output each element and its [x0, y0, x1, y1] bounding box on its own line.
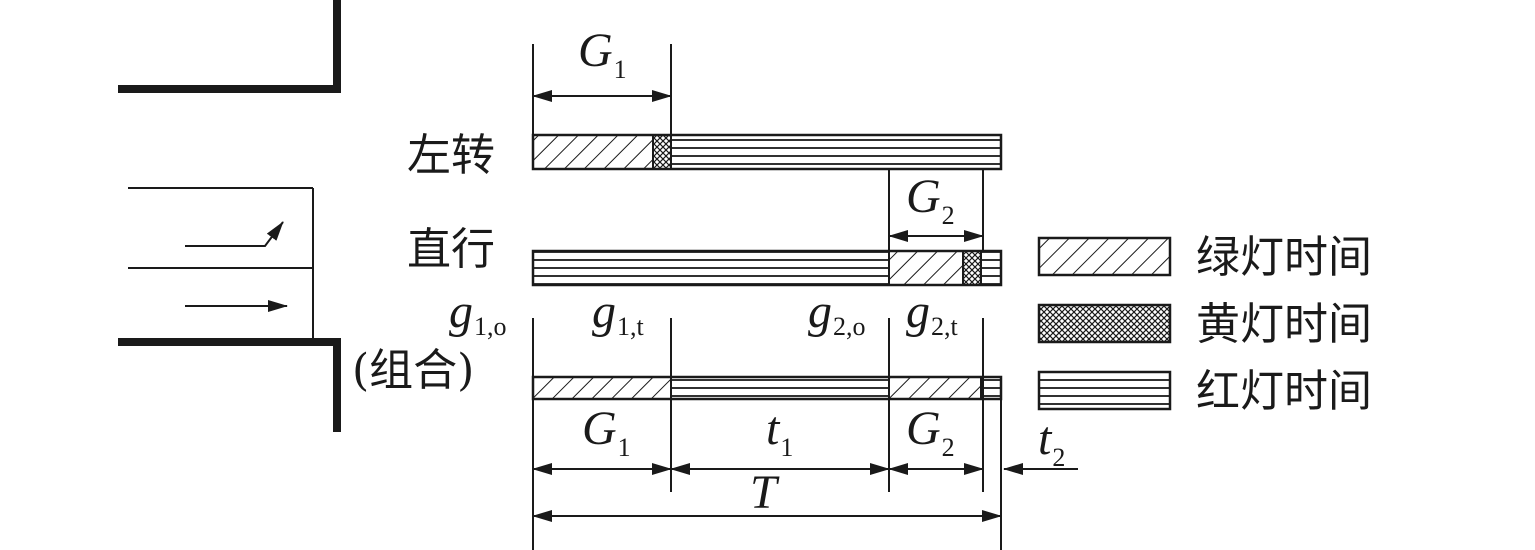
row-label-left-turn: 左转 — [407, 130, 495, 181]
legend-swatch-green — [1039, 238, 1170, 275]
label-G1-bottom: G1 — [582, 402, 631, 462]
intersection-sketch — [118, 0, 341, 432]
bar-segment-green — [533, 135, 653, 169]
label-G1-top: G1 — [578, 24, 627, 84]
bar-segment-yellow — [963, 251, 981, 285]
legend-label-red: 红灯时间 — [1196, 366, 1372, 417]
bar-segment-green — [889, 377, 981, 399]
bar-left-turn — [531, 133, 1003, 171]
bar-segment-red — [671, 377, 889, 399]
bar-combined — [531, 375, 1003, 401]
bar-segment-green — [889, 251, 963, 285]
bar-segment-red — [671, 135, 1001, 169]
label-g2o: g2,o — [808, 285, 866, 341]
label-t2: t2 — [1038, 412, 1065, 472]
label-G2-bottom: G2 — [906, 402, 955, 462]
legend-swatch-yellow — [1039, 305, 1170, 342]
row-label-straight: 直行 — [407, 224, 495, 275]
label-g2t: g2,t — [906, 285, 959, 341]
left-turn-arrow-icon — [185, 221, 284, 247]
bar-segment-red-tail — [981, 377, 1001, 399]
legend-label-yellow: 黄灯时间 — [1196, 299, 1372, 350]
bar-segment-red-tail — [981, 251, 1001, 285]
label-t1: t1 — [766, 402, 793, 462]
bar-outline — [531, 249, 1003, 287]
bar-segment-yellow — [653, 135, 671, 169]
bar-segment-green — [533, 377, 671, 399]
dimension-arrows — [532, 90, 1078, 522]
legend-label-green: 绿灯时间 — [1196, 232, 1372, 283]
bar-segment-red — [533, 251, 889, 285]
row-label-combined: (组合) — [352, 345, 474, 396]
label-g1t: g1,t — [592, 285, 645, 341]
corner-lower — [118, 338, 341, 432]
label-T: T — [750, 466, 780, 519]
label-g1o: g1,o — [449, 285, 507, 341]
legend: 绿灯时间 黄灯时间 红灯时间 — [1037, 232, 1372, 417]
bar-outline — [531, 133, 1003, 171]
legend-swatch-red — [1039, 372, 1170, 409]
bar-straight — [531, 249, 1003, 287]
corner-upper — [118, 0, 341, 93]
label-G2-top: G2 — [906, 170, 955, 230]
